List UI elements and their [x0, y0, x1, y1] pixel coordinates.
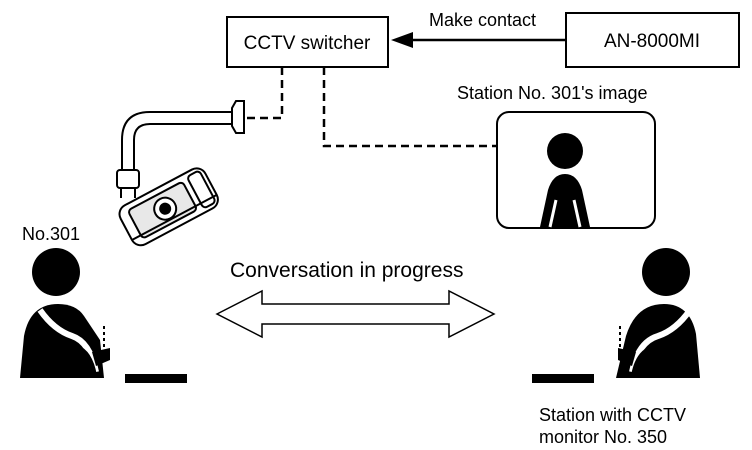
cctv-camera-icon [116, 100, 245, 247]
person-right-icon [616, 248, 700, 378]
an-8000mi-label: AN-8000MI [604, 31, 700, 52]
station-left-label: No.301 [22, 224, 80, 244]
make-contact-label: Make contact [429, 10, 536, 30]
desk-right [532, 374, 594, 383]
an-8000mi-unit: AN-8000MI [565, 12, 740, 68]
conversation-label: Conversation in progress [230, 259, 463, 282]
desk-left [125, 374, 187, 383]
cctv-monitor [496, 111, 656, 229]
make-contact-arrow [391, 32, 566, 48]
person-left-icon [20, 248, 110, 378]
monitor-cable-dashed [322, 67, 496, 148]
station-right-label-line1: Station with CCTV [539, 405, 686, 425]
camera-cable-dashed [242, 67, 284, 120]
station-right-label: Station with CCTV monitor No. 350 [539, 405, 691, 447]
cctv-switcher: CCTV switcher [226, 16, 389, 68]
station-right-label-line2: monitor No. 350 [539, 427, 667, 447]
monitor-person-icon [540, 133, 590, 228]
conversation-arrow-icon [215, 289, 496, 339]
cctv-switcher-label: CCTV switcher [244, 33, 371, 54]
monitor-caption: Station No. 301's image [457, 83, 648, 103]
